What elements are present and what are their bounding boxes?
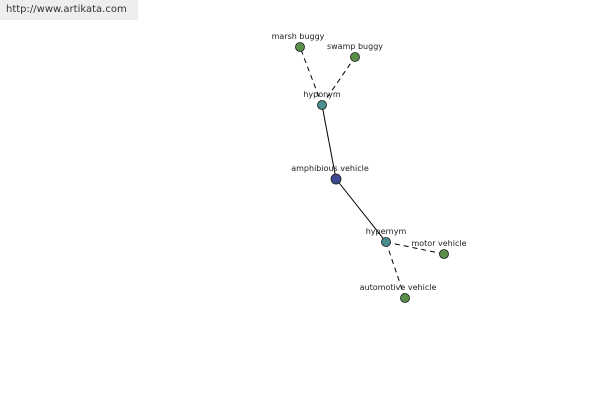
- node-motor[interactable]: [439, 249, 449, 259]
- node-center[interactable]: [330, 173, 342, 185]
- node-hypernym[interactable]: [381, 237, 391, 247]
- edge-hyponym-marsh: [299, 46, 323, 106]
- edge-hypernym-motor: [385, 241, 445, 255]
- node-marsh[interactable]: [295, 42, 305, 52]
- node-hyponym[interactable]: [317, 100, 327, 110]
- node-auto[interactable]: [400, 293, 410, 303]
- edges-layer: [299, 46, 445, 299]
- edge-hyponym-swamp: [321, 56, 356, 106]
- node-label-hyponym: hyponym: [303, 90, 341, 99]
- node-label-motor: motor vehicle: [411, 239, 466, 248]
- url-label: http://www.artikata.com: [0, 0, 138, 20]
- edge-center-hyponym: [321, 104, 337, 180]
- edge-center-hypernym: [335, 178, 387, 243]
- node-label-auto: automotive vehicle: [360, 283, 437, 292]
- node-swamp[interactable]: [350, 52, 360, 62]
- node-label-hypernym: hypernym: [366, 227, 407, 236]
- node-label-swamp: swamp buggy: [327, 42, 383, 51]
- nodes-layer: amphibious vehicle hyponym hypernym marsh b…: [272, 32, 467, 303]
- edge-hypernym-auto: [385, 241, 406, 299]
- node-label-center: amphibious vehicle: [291, 164, 369, 173]
- node-label-marsh: marsh buggy: [272, 32, 325, 41]
